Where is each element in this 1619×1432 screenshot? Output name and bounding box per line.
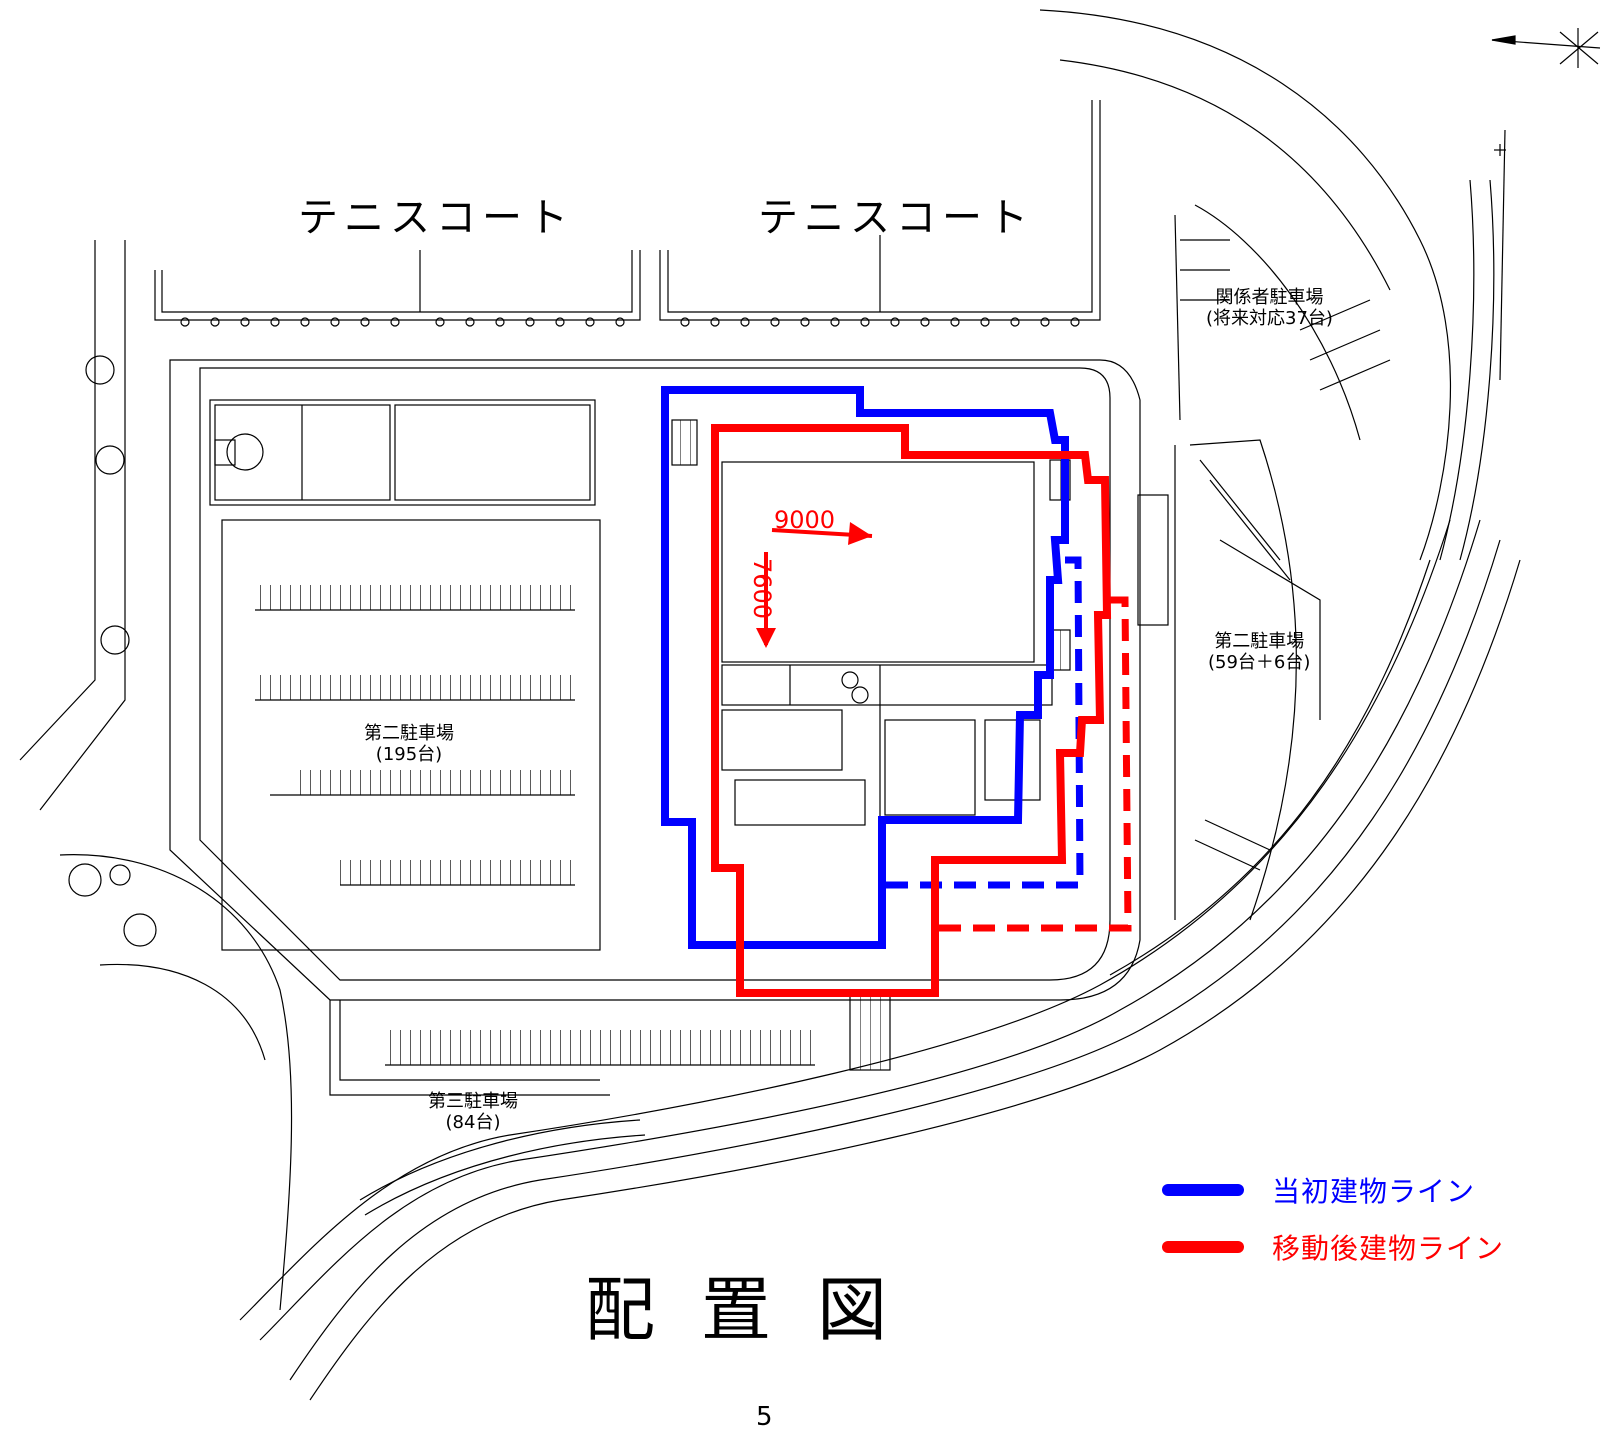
- parking-third: [329, 1000, 815, 1216]
- moved-building-outline: [711, 424, 1112, 997]
- tennis-court-label-2: テニスコート: [758, 195, 1034, 241]
- legend-moved-swatch: [1162, 1241, 1244, 1253]
- left-path: [19, 240, 293, 1311]
- first-parking-name: 第二駐車場: [364, 723, 454, 744]
- second-parking-label: 第二駐車場 (59台＋6台): [1208, 631, 1311, 673]
- tennis-court-label-1: テニスコート: [298, 195, 574, 241]
- main-road: [239, 519, 1521, 1401]
- fence-trees: [180, 317, 1080, 327]
- shift-x-dimension: 9000: [774, 506, 836, 534]
- third-parking-name: 第三駐車場: [428, 1091, 518, 1112]
- moved-building-line: [711, 424, 1132, 997]
- building-interior: [671, 419, 1169, 1071]
- staff-parking-capacity: (将来対応37台): [1206, 307, 1333, 329]
- shift-x-arrowhead: [848, 522, 872, 545]
- legend-moved-label: 移動後建物ライン: [1272, 1232, 1505, 1265]
- first-parking-capacity: (195台): [375, 743, 443, 765]
- upper-road: [1039, 9, 1506, 561]
- third-parking-capacity: (84台): [445, 1111, 501, 1133]
- original-building-outline: [661, 386, 1069, 949]
- tennis-court-fence: [154, 100, 1101, 321]
- sports-court: [209, 399, 596, 506]
- staff-parking-name: 関係者駐車場: [1215, 287, 1324, 308]
- shift-y-arrowhead: [756, 628, 776, 648]
- legend-moved: 移動後建物ライン: [1162, 1232, 1504, 1265]
- parking-second: [1174, 439, 1321, 921]
- third-parking-label: 第三駐車場 (84台): [428, 1091, 518, 1133]
- shift-arrows: [756, 522, 873, 648]
- legend-original-swatch: [1162, 1184, 1244, 1196]
- legend-original-label: 当初建物ライン: [1272, 1175, 1476, 1208]
- parking-first: [221, 519, 601, 951]
- legend-original: 当初建物ライン: [1162, 1175, 1475, 1208]
- page-number: 5: [756, 1402, 773, 1432]
- moved-building-dashed: [935, 596, 1132, 932]
- shift-y-dimension: 7600: [748, 558, 776, 620]
- north-arrow-icon: [1491, 28, 1601, 68]
- second-parking-capacity: (59台＋6台): [1208, 651, 1311, 673]
- staff-parking-label: 関係者駐車場 (将来対応37台): [1206, 287, 1333, 329]
- parking-staff: [1174, 204, 1391, 441]
- drawing-title: 配置図: [585, 1269, 933, 1351]
- first-parking-label: 第二駐車場 (195台): [364, 723, 454, 765]
- base-linework: [19, 9, 1601, 1401]
- second-parking-name: 第二駐車場: [1214, 631, 1305, 652]
